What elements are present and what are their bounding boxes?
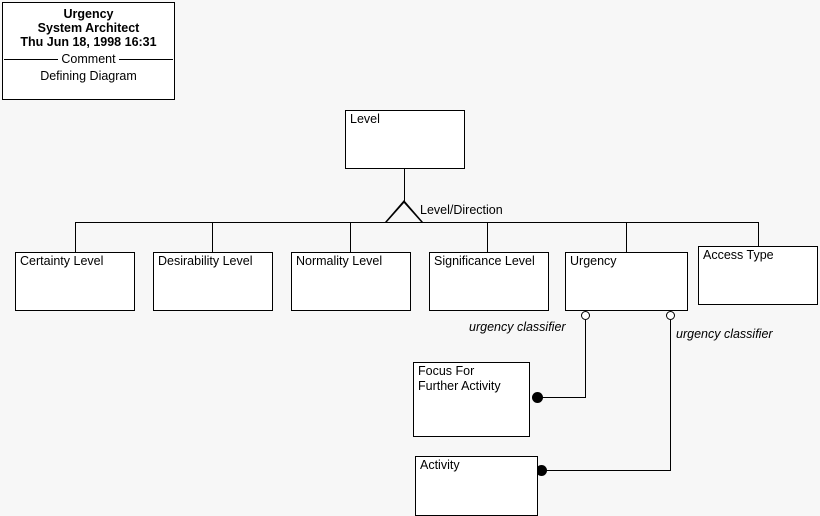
bus-drop-desirability bbox=[212, 222, 213, 252]
association-line-2-horizontal bbox=[543, 470, 671, 471]
association-end-circle-2[interactable] bbox=[666, 311, 675, 320]
comment-section-label: Comment bbox=[61, 52, 116, 66]
class-label-normality-level: Normality Level bbox=[296, 254, 383, 268]
association-role-label-1: urgency classifier bbox=[469, 320, 566, 334]
bus-drop-normality bbox=[350, 222, 351, 252]
diagram-tool-name: System Architect bbox=[37, 21, 140, 35]
divider-rule-right bbox=[118, 59, 173, 60]
class-box-access-type[interactable]: Access Type bbox=[698, 246, 818, 305]
class-label-certainty-level: Certainty Level bbox=[20, 254, 104, 268]
association-line-2-vertical bbox=[670, 320, 671, 471]
generalization-stem bbox=[404, 169, 405, 201]
class-box-certainty-level[interactable]: Certainty Level bbox=[15, 252, 135, 311]
generalization-bus-line bbox=[75, 222, 759, 223]
diagram-comment-text: Defining Diagram bbox=[40, 69, 137, 83]
class-label-access-type: Access Type bbox=[703, 248, 774, 262]
class-box-urgency[interactable]: Urgency bbox=[565, 252, 688, 311]
class-label-focus-for-further-activity: Focus For Further Activity bbox=[418, 364, 501, 393]
association-role-label-2: urgency classifier bbox=[676, 327, 773, 341]
class-label-level: Level bbox=[350, 112, 380, 126]
bus-drop-urgency bbox=[626, 222, 627, 252]
bus-drop-certainty bbox=[75, 222, 76, 252]
generalization-triangle-fill bbox=[387, 203, 421, 222]
diagram-title-block: Urgency System Architect Thu Jun 18, 199… bbox=[2, 2, 175, 100]
bus-drop-access-type bbox=[758, 222, 759, 246]
bus-drop-significance bbox=[487, 222, 488, 252]
class-box-significance-level[interactable]: Significance Level bbox=[429, 252, 549, 311]
class-box-normality-level[interactable]: Normality Level bbox=[291, 252, 411, 311]
class-box-desirability-level[interactable]: Desirability Level bbox=[153, 252, 273, 311]
class-box-level[interactable]: Level bbox=[345, 110, 465, 169]
class-label-urgency: Urgency bbox=[570, 254, 617, 268]
class-box-focus-for-further-activity[interactable]: Focus For Further Activity bbox=[413, 362, 530, 437]
diagram-title-name: Urgency bbox=[63, 7, 114, 21]
comment-section-divider: Comment bbox=[3, 53, 174, 66]
association-line-1-vertical bbox=[585, 320, 586, 398]
composition-diamond-2[interactable] bbox=[536, 465, 547, 476]
class-label-activity: Activity bbox=[420, 458, 460, 472]
composition-diamond-1[interactable] bbox=[532, 392, 543, 403]
diagram-timestamp: Thu Jun 18, 1998 16:31 bbox=[20, 35, 157, 49]
class-box-activity[interactable]: Activity bbox=[415, 456, 538, 516]
divider-rule-left bbox=[4, 59, 59, 60]
class-label-significance-level: Significance Level bbox=[434, 254, 535, 268]
association-end-circle-1[interactable] bbox=[581, 311, 590, 320]
association-line-1-horizontal bbox=[538, 397, 586, 398]
class-label-desirability-level: Desirability Level bbox=[158, 254, 253, 268]
generalization-discriminator-label: Level/Direction bbox=[420, 203, 503, 217]
